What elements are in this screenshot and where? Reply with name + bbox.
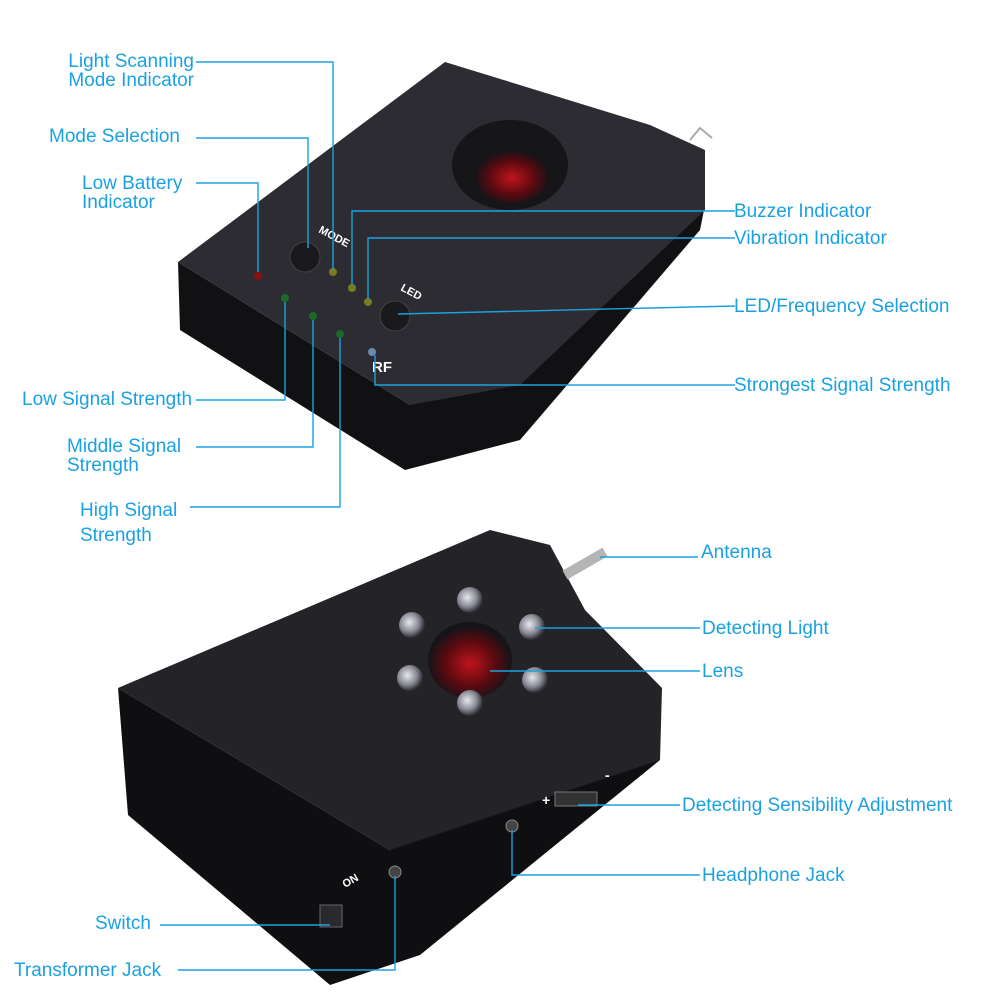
label-line: Low Battery bbox=[82, 173, 183, 194]
label-strongest-signal: Strongest Signal Strength bbox=[734, 375, 951, 396]
high-signal-led bbox=[336, 330, 344, 338]
detecting-light bbox=[397, 665, 423, 691]
sensibility-slider[interactable] bbox=[554, 791, 598, 807]
rf-marking: RF bbox=[372, 359, 392, 376]
rf-led bbox=[368, 348, 376, 356]
label-middle-signal: Middle Signal Strength bbox=[67, 437, 181, 475]
label-line: Strength bbox=[80, 525, 152, 546]
buzzer-led bbox=[348, 284, 356, 292]
vibration-led bbox=[364, 298, 372, 306]
label-buzzer: Buzzer Indicator bbox=[734, 201, 872, 222]
detecting-light bbox=[457, 587, 483, 613]
mode-button[interactable] bbox=[289, 241, 321, 273]
plus-marking: + bbox=[542, 792, 550, 808]
label-line: Strength bbox=[67, 455, 139, 476]
scan-led bbox=[329, 268, 337, 276]
detecting-light bbox=[457, 690, 483, 716]
battery-led bbox=[254, 272, 262, 280]
label-transformer-jack: Transformer Jack bbox=[14, 960, 162, 981]
label-led-frequency: LED/Frequency Selection bbox=[734, 296, 950, 317]
label-vibration: Vibration Indicator bbox=[734, 228, 887, 249]
label-line: High Signal bbox=[80, 500, 178, 521]
label-lens: Lens bbox=[702, 661, 744, 682]
label-line: Light Scanning bbox=[68, 51, 194, 72]
power-switch[interactable] bbox=[319, 904, 343, 928]
label-mode-selection: Mode Selection bbox=[49, 126, 180, 147]
antenna-tip bbox=[689, 126, 713, 141]
label-detecting-light: Detecting Light bbox=[702, 618, 829, 639]
leader-lines bbox=[160, 61, 736, 971]
label-switch: Switch bbox=[95, 913, 151, 934]
label-light-scanning: Light Scanning Mode Indicator bbox=[68, 52, 194, 90]
bottom-device: + - ON bbox=[118, 530, 662, 985]
minus-marking: - bbox=[605, 767, 610, 783]
label-low-signal: Low Signal Strength bbox=[22, 389, 193, 410]
detecting-light bbox=[519, 614, 545, 640]
label-sensibility: Detecting Sensibility Adjustment bbox=[682, 795, 953, 816]
detecting-light bbox=[399, 612, 425, 638]
label-line: Indicator bbox=[82, 192, 155, 213]
label-line: Mode Indicator bbox=[68, 70, 194, 91]
lens bbox=[428, 622, 512, 698]
label-line: Middle Signal bbox=[67, 436, 182, 457]
label-headphone-jack: Headphone Jack bbox=[702, 865, 845, 886]
top-device: MODE LED RF bbox=[178, 62, 713, 470]
label-antenna: Antenna bbox=[701, 542, 772, 563]
low-signal-led bbox=[281, 294, 289, 302]
antenna bbox=[562, 547, 608, 580]
led-frequency-button[interactable] bbox=[379, 300, 411, 332]
label-low-battery: Low Battery Indicator bbox=[82, 174, 182, 212]
top-lens bbox=[474, 147, 550, 203]
middle-signal-led bbox=[309, 312, 317, 320]
label-high-signal: High Signal Strength bbox=[80, 498, 177, 548]
detecting-light bbox=[522, 667, 548, 693]
